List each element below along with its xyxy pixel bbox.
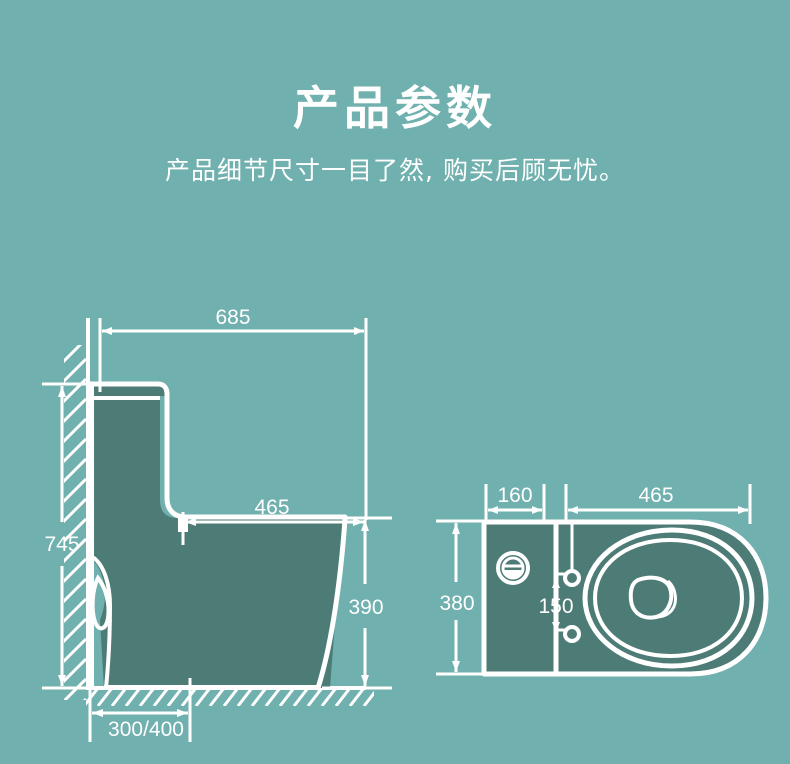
dimension-plan-width <box>436 519 486 676</box>
dimension-plan-bowl-length <box>564 484 752 524</box>
dimension-label-465-plan: 465 <box>638 484 673 507</box>
dimension-label-390: 390 <box>348 596 383 619</box>
header-block: 产品参数 产品细节尺寸一目了然, 购买后顾无忧。 <box>0 0 790 186</box>
plan-bowl-rim-outer <box>582 527 755 669</box>
dimension-label-465-side: 465 <box>254 496 289 519</box>
bolt-hole-upper <box>554 520 581 587</box>
side-elevation-group: 685 465 745 <box>42 306 392 742</box>
dimension-bowl-length-side <box>181 512 364 545</box>
dimension-label-685: 685 <box>215 306 250 329</box>
plan-drain-hole-shadow <box>655 579 677 619</box>
page-title: 产品参数 <box>293 81 497 135</box>
tank-lid-fill <box>92 385 165 396</box>
flush-button-icon <box>496 551 530 585</box>
trapway-oval-detail <box>90 574 111 631</box>
floor-hatching <box>86 688 374 706</box>
dimension-label-380: 380 <box>439 592 474 615</box>
dimension-seat-height <box>322 516 392 690</box>
dimension-label-745: 745 <box>44 533 79 556</box>
dimension-overall-length <box>98 318 368 520</box>
dimension-label-300-400: 300/400 <box>108 718 184 741</box>
dimension-overall-height <box>42 382 94 690</box>
dimension-rough-in <box>88 678 192 742</box>
plan-view-group: 150 380 <box>436 484 769 677</box>
toilet-body-fill <box>92 400 343 688</box>
plan-bowl-rim-inner <box>592 537 745 659</box>
dimension-label-150: 150 <box>538 595 573 618</box>
dimension-label-160: 160 <box>497 484 532 507</box>
dimension-bolt-spacing <box>552 578 560 632</box>
bowl-right-wall <box>315 516 348 691</box>
plan-bowl-fill <box>555 522 765 674</box>
toilet-outline <box>87 381 348 520</box>
page-subtitle: 产品细节尺寸一目了然, 购买后顾无忧。 <box>165 156 625 185</box>
dimension-tank-depth <box>484 484 546 524</box>
plan-outline <box>481 519 769 677</box>
wall-hatching <box>64 345 88 700</box>
